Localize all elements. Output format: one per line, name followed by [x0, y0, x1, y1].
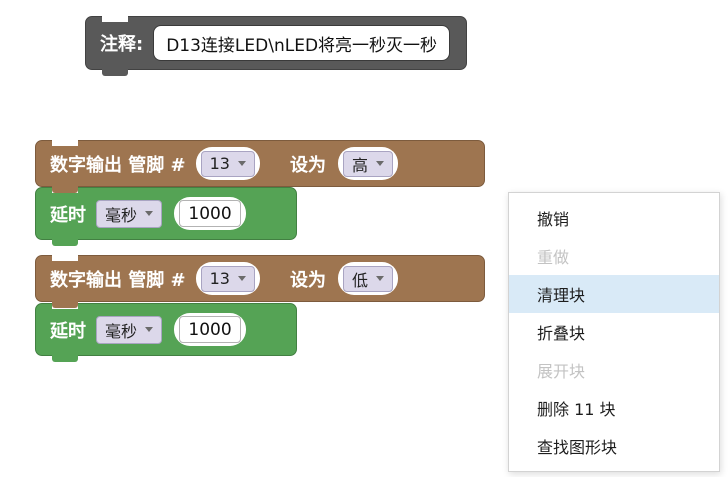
block-top-notch	[102, 16, 128, 22]
delay-value-socket: 1000	[174, 197, 247, 230]
delay-value-input[interactable]: 1000	[179, 200, 242, 227]
level-input-socket: 低	[337, 262, 398, 295]
block-top-notch	[52, 255, 78, 261]
digital-write-label: 数字输出 管脚 #	[50, 269, 186, 291]
chevron-down-icon	[376, 161, 384, 166]
level-dropdown[interactable]: 低	[342, 265, 393, 292]
comment-block[interactable]: 注释: D13连接LED\nLED将亮一秒灭一秒	[85, 16, 468, 76]
block-bottom-tab	[102, 68, 128, 76]
pin-dropdown[interactable]: 13	[200, 265, 255, 292]
delay-label: 延时	[50, 320, 86, 342]
pin-input-socket: 13	[195, 147, 260, 180]
unit-dropdown[interactable]: 毫秒	[96, 315, 163, 344]
unit-dropdown-value: 毫秒	[105, 205, 138, 225]
context-menu: 撤销 重做 清理块 折叠块 展开块 删除 11 块 查找图形块	[508, 192, 720, 472]
set-to-label: 设为	[289, 154, 326, 176]
block-top-notch	[52, 140, 78, 146]
pin-dropdown[interactable]: 13	[200, 150, 255, 177]
block-bottom-tab	[52, 354, 78, 362]
menu-item-delete-blocks[interactable]: 删除 11 块	[537, 400, 616, 419]
chevron-down-icon	[376, 276, 384, 281]
menu-item-undo[interactable]: 撤销	[537, 210, 570, 229]
pin-dropdown-value: 13	[209, 269, 230, 288]
chevron-down-icon	[145, 211, 154, 216]
digital-write-block-high[interactable]: 数字输出 管脚 # 13 设为 高	[35, 140, 485, 193]
menu-item-cleanup-blocks[interactable]: 清理块	[509, 275, 719, 313]
pin-input-socket: 13	[195, 262, 260, 295]
menu-item-collapse-blocks[interactable]: 折叠块	[537, 324, 586, 343]
digital-write-label: 数字输出 管脚 #	[50, 154, 186, 176]
delay-value-socket: 1000	[174, 313, 247, 346]
menu-item-find-block[interactable]: 查找图形块	[537, 438, 618, 457]
delay-block-1[interactable]: 延时 毫秒 1000	[35, 187, 297, 246]
block-bottom-tab	[52, 185, 78, 193]
chevron-down-icon	[237, 161, 246, 166]
digital-write-block-low[interactable]: 数字输出 管脚 # 13 设为 低	[35, 255, 485, 308]
level-dropdown[interactable]: 高	[342, 150, 393, 177]
level-input-socket: 高	[337, 147, 398, 180]
menu-item-redo: 重做	[537, 248, 570, 267]
chevron-down-icon	[237, 276, 246, 281]
pin-dropdown-value: 13	[209, 154, 230, 173]
delay-label: 延时	[50, 204, 86, 226]
level-dropdown-value: 高	[351, 155, 368, 175]
delay-value-input[interactable]: 1000	[179, 316, 242, 343]
block-bottom-tab	[52, 238, 78, 246]
comment-label: 注释:	[100, 34, 144, 55]
menu-item-expand-blocks: 展开块	[537, 362, 586, 381]
delay-block-2[interactable]: 延时 毫秒 1000	[35, 303, 297, 362]
block-bottom-tab	[52, 300, 78, 308]
set-to-label: 设为	[289, 269, 326, 291]
unit-dropdown[interactable]: 毫秒	[96, 199, 163, 228]
chevron-down-icon	[145, 327, 154, 332]
comment-text-field[interactable]: D13连接LED\nLED将亮一秒灭一秒	[153, 25, 451, 61]
level-dropdown-value: 低	[351, 270, 368, 290]
unit-dropdown-value: 毫秒	[105, 321, 138, 341]
